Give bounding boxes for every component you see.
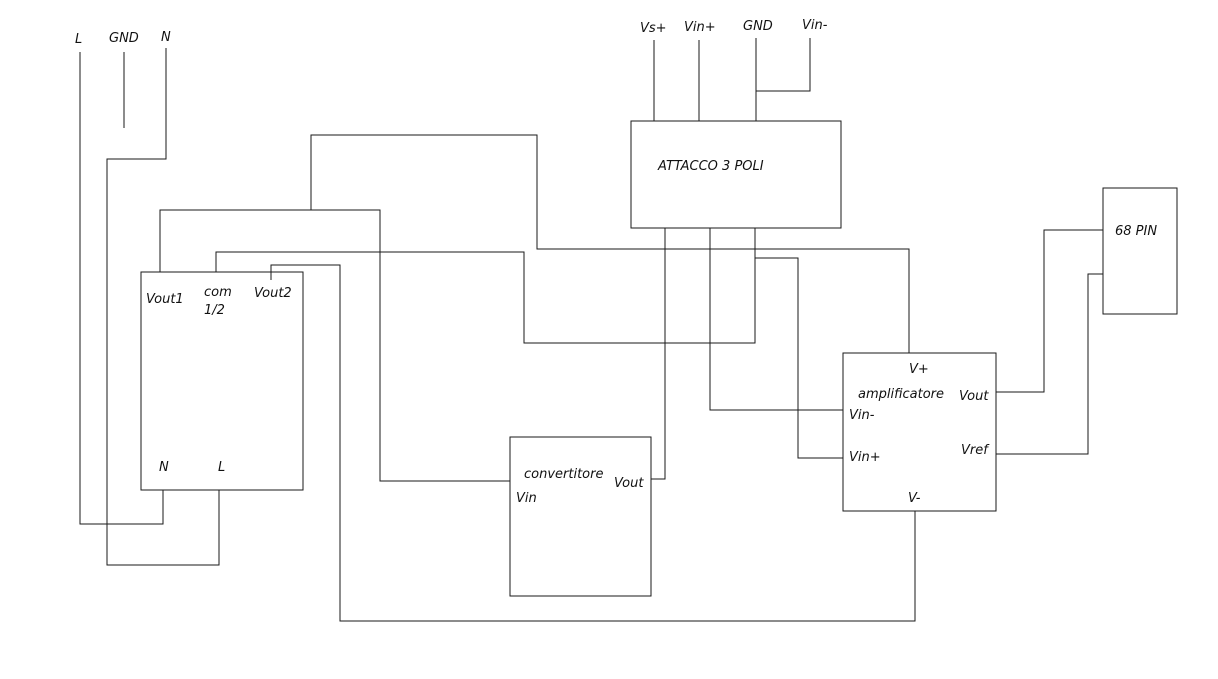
amplifier-vin-plus-label: Vin+ xyxy=(849,450,881,465)
converter-block: convertitore Vin Vout xyxy=(509,436,652,597)
mains-gnd-label: GND xyxy=(109,31,139,46)
connector-block: ATTACCO 3 POLI xyxy=(630,120,842,229)
supply-vout1-label: Vout1 xyxy=(146,292,184,307)
supply-vout2-label: Vout2 xyxy=(254,286,292,301)
wire-com-to-connector xyxy=(215,228,756,344)
amplifier-block: V+ amplificatore Vin- Vin+ Vout Vref V- xyxy=(842,352,997,512)
amplifier-vin-minus-label: Vin- xyxy=(849,408,875,423)
connector-vin-plus-label: Vin+ xyxy=(684,20,716,35)
wire-connector-to-converter-vout xyxy=(651,228,666,480)
converter-vin-label: Vin xyxy=(516,491,537,506)
mains-l-label: L xyxy=(75,32,82,47)
pin68-block: 68 PIN xyxy=(1102,187,1178,315)
wire-mains-l xyxy=(79,52,164,525)
wire-vout1-to-converter-vin xyxy=(159,209,510,482)
pin68-box xyxy=(1102,187,1178,315)
amplifier-v-minus-label: V- xyxy=(908,491,921,506)
amplifier-vref-label: Vref xyxy=(961,443,990,458)
wire-connector-vin-minus xyxy=(756,38,811,92)
wire-vout1-branch-to-amp-vplus xyxy=(310,134,910,353)
amplifier-v-plus-label: V+ xyxy=(909,362,929,377)
pin68-title: 68 PIN xyxy=(1115,224,1157,239)
connector-vin-minus-label: Vin- xyxy=(802,18,828,33)
converter-vout-label: Vout xyxy=(614,476,644,491)
supply-com-label-line1: com xyxy=(204,285,232,300)
amplifier-box xyxy=(842,352,997,512)
converter-title: convertitore xyxy=(524,467,603,482)
amplifier-title: amplificatore xyxy=(858,387,944,402)
connector-box xyxy=(630,120,842,229)
connector-vs-plus-label: Vs+ xyxy=(640,21,667,36)
supply-block: Vout1 com 1/2 Vout2 N L xyxy=(140,271,304,491)
wire-amp-vref-to-68pin xyxy=(996,273,1103,455)
supply-n-label: N xyxy=(159,460,169,475)
mains-n-label: N xyxy=(161,30,171,45)
wire-mains-n xyxy=(106,48,220,566)
wire-vout2-to-amp-vminus xyxy=(270,264,916,622)
converter-box xyxy=(509,436,652,597)
supply-l-label: L xyxy=(218,460,225,475)
connector-gnd-label: GND xyxy=(743,19,773,34)
supply-com-label-line2: 1/2 xyxy=(204,303,225,318)
wire-amp-vout-to-68pin xyxy=(996,229,1103,393)
wire-connector-to-amp-vin-minus xyxy=(709,228,843,411)
wires xyxy=(79,38,1103,622)
connector-title: ATTACCO 3 POLI xyxy=(657,159,764,174)
wire-connector-to-amp-vin-plus xyxy=(755,257,843,459)
amplifier-vout-label: Vout xyxy=(959,389,989,404)
supply-box xyxy=(140,271,304,491)
